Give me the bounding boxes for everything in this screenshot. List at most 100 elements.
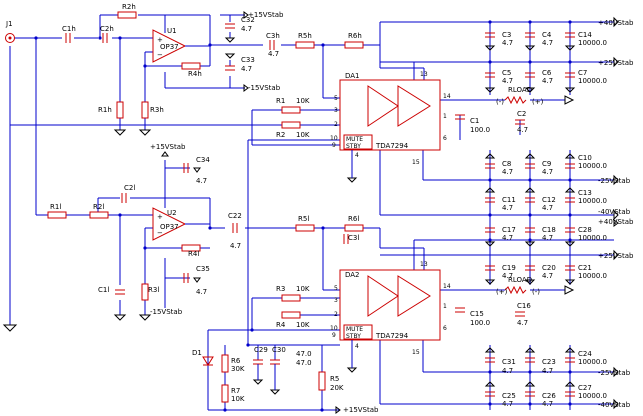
svg-text:R2h: R2h — [122, 3, 136, 11]
resistor-r1l: R1l — [47, 203, 67, 219]
svg-text:4.7: 4.7 — [542, 168, 553, 176]
svg-text:R1h: R1h — [98, 106, 112, 114]
svg-text:10K: 10K — [231, 395, 245, 403]
svg-text:C2: C2 — [517, 110, 526, 118]
resistor-r7: R7 10K — [221, 384, 245, 403]
svg-text:4.7: 4.7 — [542, 39, 553, 47]
capacitor-c22: C22 4.7 — [228, 212, 242, 250]
svg-text:13: 13 — [420, 71, 428, 78]
svg-text:10000.0: 10000.0 — [578, 358, 607, 366]
svg-text:C4: C4 — [542, 31, 552, 39]
standby-supply-label: +15VStab — [343, 406, 379, 414]
svg-text:R6: R6 — [231, 357, 241, 365]
svg-text:MUTE: MUTE — [346, 326, 363, 333]
svg-text:R7: R7 — [231, 387, 240, 395]
svg-text:4.7: 4.7 — [502, 272, 513, 280]
capacitor-c34: C34 4.7 — [183, 156, 210, 185]
resistor-r5l: R5l — [295, 215, 315, 232]
svg-text:C32: C32 — [241, 16, 255, 24]
svg-text:10000.0: 10000.0 — [578, 234, 607, 242]
svg-text:C29: C29 — [254, 346, 268, 354]
svg-text:+: + — [157, 36, 163, 44]
resistor-r2h: R2h — [117, 3, 137, 19]
svg-text:R5l: R5l — [298, 215, 309, 223]
svg-text:100.0: 100.0 — [470, 319, 490, 327]
svg-text:15: 15 — [412, 349, 420, 356]
rail-p40-bottom: +40VStab — [598, 218, 634, 226]
svg-text:4: 4 — [355, 343, 359, 350]
svg-text:C1h: C1h — [62, 25, 76, 33]
da1-label: DA1 — [345, 72, 360, 80]
svg-text:C35: C35 — [196, 265, 210, 273]
resistor-r5: R5 20K — [318, 371, 344, 392]
svg-text:C3h: C3h — [266, 32, 280, 40]
svg-text:C31: C31 — [502, 358, 516, 366]
svg-text:R4: R4 — [276, 321, 286, 329]
svg-text:C6: C6 — [542, 69, 552, 77]
svg-text:C24: C24 — [578, 350, 592, 358]
svg-text:4.7: 4.7 — [502, 204, 513, 212]
da2-label: DA2 — [345, 271, 360, 279]
svg-text:MUTE: MUTE — [346, 136, 363, 143]
svg-text:1: 1 — [443, 113, 447, 120]
u1-vneg-label: -15VStab — [248, 84, 281, 92]
svg-text:C28: C28 — [578, 226, 592, 234]
svg-text:C26: C26 — [542, 392, 556, 400]
resistor-r6h: R6h — [344, 32, 364, 49]
svg-text:4.7: 4.7 — [502, 39, 513, 47]
capacitor-c1l: C1l — [98, 286, 125, 295]
svg-text:R1: R1 — [276, 97, 285, 105]
svg-text:4: 4 — [355, 152, 359, 159]
svg-text:4.7: 4.7 — [196, 177, 207, 185]
connector-label: J1 — [5, 20, 13, 28]
svg-text:10000.0: 10000.0 — [578, 39, 607, 47]
capacitor-c3h: C3h 4.7 — [266, 32, 280, 58]
svg-text:C8: C8 — [502, 160, 511, 168]
svg-text:4.7: 4.7 — [542, 77, 553, 85]
resistor-r4l: R4l — [181, 244, 201, 258]
resistor-r3h: R3h — [141, 101, 164, 119]
svg-text:4.7: 4.7 — [542, 400, 553, 408]
svg-text:+: + — [157, 213, 163, 221]
svg-text:C34: C34 — [196, 156, 210, 164]
svg-text:C2h: C2h — [100, 25, 114, 33]
svg-text:U2: U2 — [167, 209, 177, 217]
svg-text:10K: 10K — [296, 97, 310, 105]
svg-text:6: 6 — [443, 135, 447, 142]
u2-vpos-label: +15VStab — [150, 143, 186, 151]
svg-text:10000.0: 10000.0 — [578, 392, 607, 400]
svg-text:C1l: C1l — [98, 286, 109, 294]
svg-text:4.7: 4.7 — [502, 234, 513, 242]
svg-text:STBY: STBY — [346, 143, 361, 150]
resistor-r3l: R3l — [141, 283, 159, 301]
svg-text:C2l: C2l — [124, 184, 135, 192]
capacitor-c33: C33 4.7 — [224, 53, 255, 73]
svg-text:10K: 10K — [296, 285, 310, 293]
amplifier-da1: DA1 MUTE STBY TDA7294 5 3 2 4 10 9 14 1 … — [276, 71, 575, 183]
svg-text:C25: C25 — [502, 392, 516, 400]
svg-text:4.7: 4.7 — [542, 204, 553, 212]
svg-text:3: 3 — [334, 297, 338, 304]
svg-text:100.0: 100.0 — [470, 126, 490, 134]
svg-text:R3l: R3l — [148, 286, 159, 294]
svg-text:4.7: 4.7 — [517, 319, 528, 327]
svg-text:C18: C18 — [542, 226, 556, 234]
svg-text:47.0: 47.0 — [296, 350, 312, 358]
u2-vneg-label: -15VStab — [150, 308, 183, 316]
svg-text:C9: C9 — [542, 160, 551, 168]
svg-text:2: 2 — [334, 311, 338, 318]
svg-text:C14: C14 — [578, 31, 592, 39]
diode-d1: D1 — [192, 349, 214, 366]
svg-text:R3: R3 — [276, 285, 285, 293]
svg-text:4.7: 4.7 — [517, 126, 528, 134]
svg-text:5: 5 — [334, 285, 338, 292]
svg-text:4.7: 4.7 — [502, 367, 513, 375]
svg-text:10K: 10K — [296, 131, 310, 139]
svg-text:C1: C1 — [470, 117, 479, 125]
stage1-components: C1h C2h R2h R1h R3h + − U1 OP37 — [62, 3, 364, 136]
amplifier-da2: DA2 MUTE STBY TDA7294 5 3 2 4 10 9 14 1 … — [276, 261, 575, 373]
input-connector: J1 — [2, 20, 18, 332]
svg-text:C11: C11 — [502, 196, 516, 204]
